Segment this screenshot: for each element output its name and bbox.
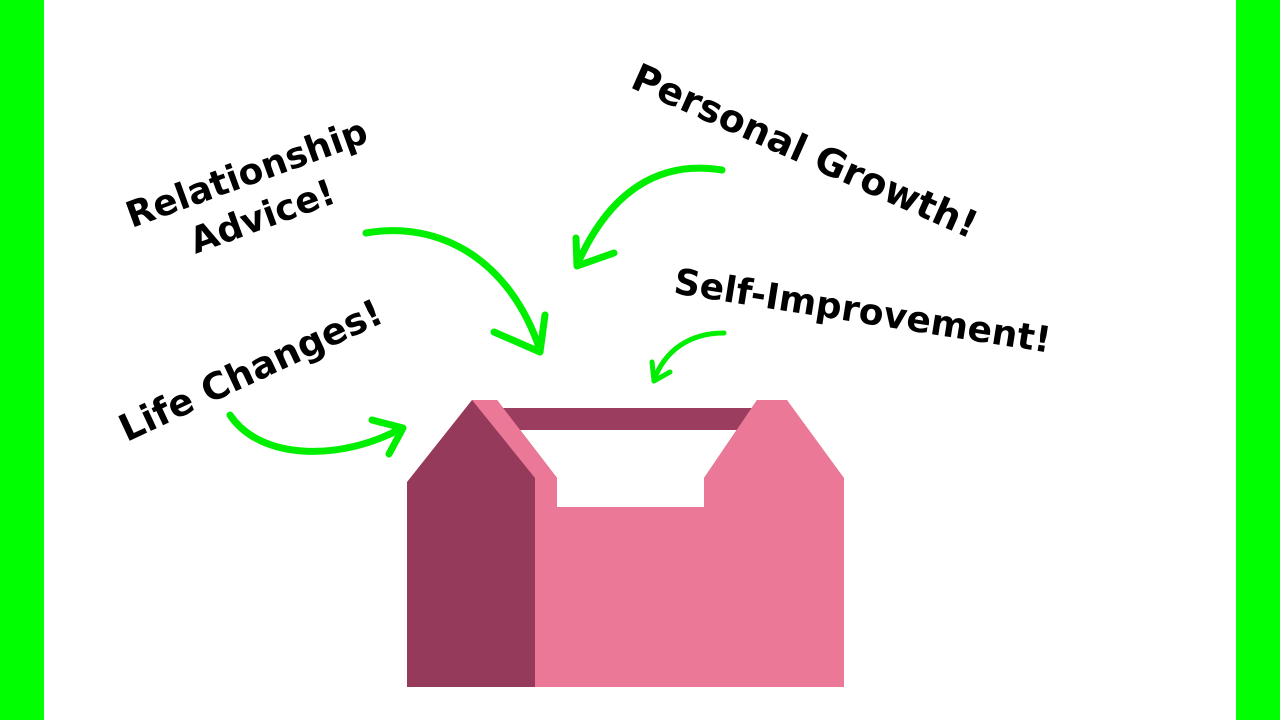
left-green-border [0,0,44,720]
curved-arrow-icon-relationship [362,227,544,354]
arrowhead-icon-self [649,359,673,384]
right-green-border [1236,0,1280,720]
arrowhead-icon-life [368,416,407,458]
toolbox-gable-edge [472,400,557,478]
arrowhead-icon-personal [572,234,618,270]
arrowhead-icon-relationship [490,311,549,356]
curved-arrow-icon-self [651,330,727,383]
toolbox-side [407,400,557,687]
curved-arrow-icon-life [226,411,406,455]
toolbox-icon [407,400,844,687]
toolbox-handle [495,408,765,430]
curved-arrow-icon-personal [573,164,726,269]
toolbox-front [472,400,844,687]
